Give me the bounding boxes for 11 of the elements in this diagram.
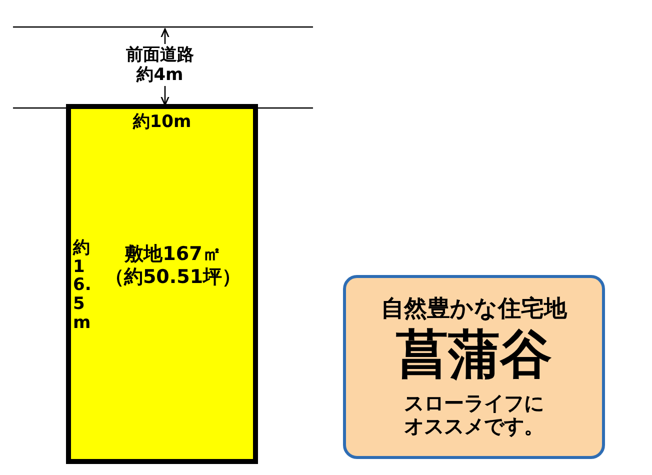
area-label: 敷地167㎡ [123, 244, 222, 266]
road-label: 前面道路 [125, 46, 195, 65]
dimension-label: 約16.5m [73, 239, 90, 332]
place-name: 菖蒲谷 [395, 326, 553, 386]
sign-text: 自然豊かな住宅地 [380, 296, 568, 322]
dimension-label: 約10m [132, 113, 192, 133]
area-label: （約50.51坪） [104, 267, 242, 289]
land-plot [66, 104, 258, 464]
sign-panel [343, 275, 605, 459]
sign-text: スローライフにオススメです。 [403, 392, 545, 438]
road-label: 約4m [135, 66, 184, 85]
